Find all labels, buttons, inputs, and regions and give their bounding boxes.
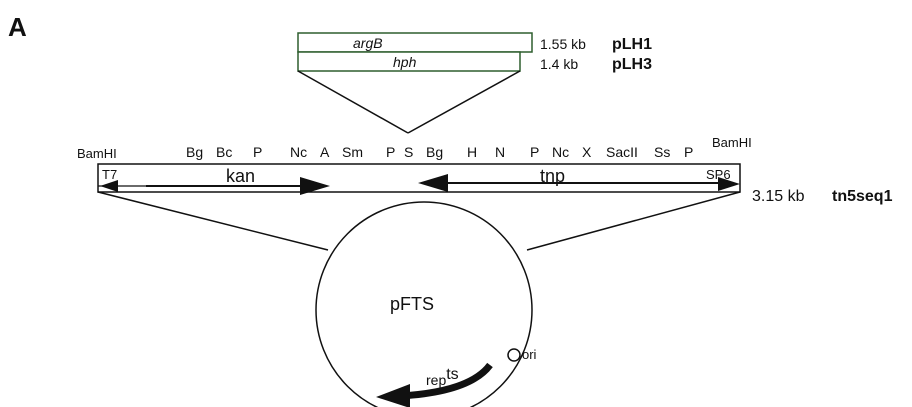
insert-guide-right (407, 70, 521, 134)
insert-plasmid-name: pLH3 (612, 56, 652, 73)
site-label: Nc (552, 144, 569, 160)
site-label: Bg (426, 144, 443, 160)
site-label: SacII (606, 144, 638, 160)
gene-label-tnp: tnp (540, 166, 565, 186)
site-label: S (404, 144, 413, 160)
ori-label: ori (522, 347, 537, 362)
transposon-element: T7 SP6 kan tnp (97, 163, 741, 195)
site-label: N (495, 144, 505, 160)
transposon-box (97, 163, 741, 193)
insert-plasmid-name: pLH1 (612, 36, 652, 53)
site-label: Bc (216, 144, 232, 160)
site-label: P (530, 144, 539, 160)
insert-size-label: 1.4 kb (540, 56, 578, 72)
site-label: P (386, 144, 395, 160)
rep-ts-superscript: ts (446, 366, 458, 383)
plasmid-circle (315, 201, 533, 407)
transposon-size-label: 3.15 kb (752, 188, 805, 205)
site-label-bamhi-left: BamHI (77, 146, 117, 161)
transposon-left-end: T7 (102, 167, 117, 182)
rep-text: rep (426, 372, 446, 388)
tnp-arrowhead-icon (418, 174, 448, 192)
ori-icon (507, 348, 521, 362)
plasmid-guide-right (526, 191, 741, 251)
site-label: X (582, 144, 592, 160)
site-label: Nc (290, 144, 307, 160)
site-label: Bg (186, 144, 203, 160)
restriction-sites: BamHI Bg Bc P Nc A Sm P S Bg H N P Nc X … (77, 135, 752, 161)
insert-gene-label: hph (393, 54, 417, 70)
insert-pLH1: argB 1.55 kb pLH1 (297, 32, 652, 53)
rep-arrowhead-icon (376, 384, 410, 407)
site-label: Ss (654, 144, 670, 160)
plasmid-name: pFTS (390, 294, 434, 314)
site-label: H (467, 144, 477, 160)
insert-box-hph (297, 51, 521, 72)
insert-pLH3: hph 1.4 kb pLH3 (297, 51, 652, 73)
rep-label: repts (426, 366, 459, 388)
insert-box-argB (297, 32, 533, 53)
site-label: A (320, 144, 330, 160)
insert-size-label: 1.55 kb (540, 36, 586, 52)
rep-arrow (399, 362, 493, 400)
plasmid-guide-left (97, 191, 329, 251)
kan-arrowhead-icon (300, 177, 330, 195)
site-label: Sm (342, 144, 363, 160)
insert-guide-left (297, 70, 409, 134)
sp6-arrowhead-icon (718, 177, 740, 191)
site-label: P (684, 144, 693, 160)
t7-arrowhead-icon (100, 180, 118, 192)
panel-label: A (8, 12, 27, 42)
site-label: P (253, 144, 262, 160)
transposon-right-end: SP6 (706, 167, 731, 182)
site-label-bamhi-right: BamHI (712, 135, 752, 150)
plasmid-pFTS: pFTS repts ori (315, 201, 537, 407)
gene-label-kan: kan (226, 166, 255, 186)
transposon-name-label: tn5seq1 (832, 188, 893, 205)
insert-gene-label: argB (353, 35, 383, 51)
